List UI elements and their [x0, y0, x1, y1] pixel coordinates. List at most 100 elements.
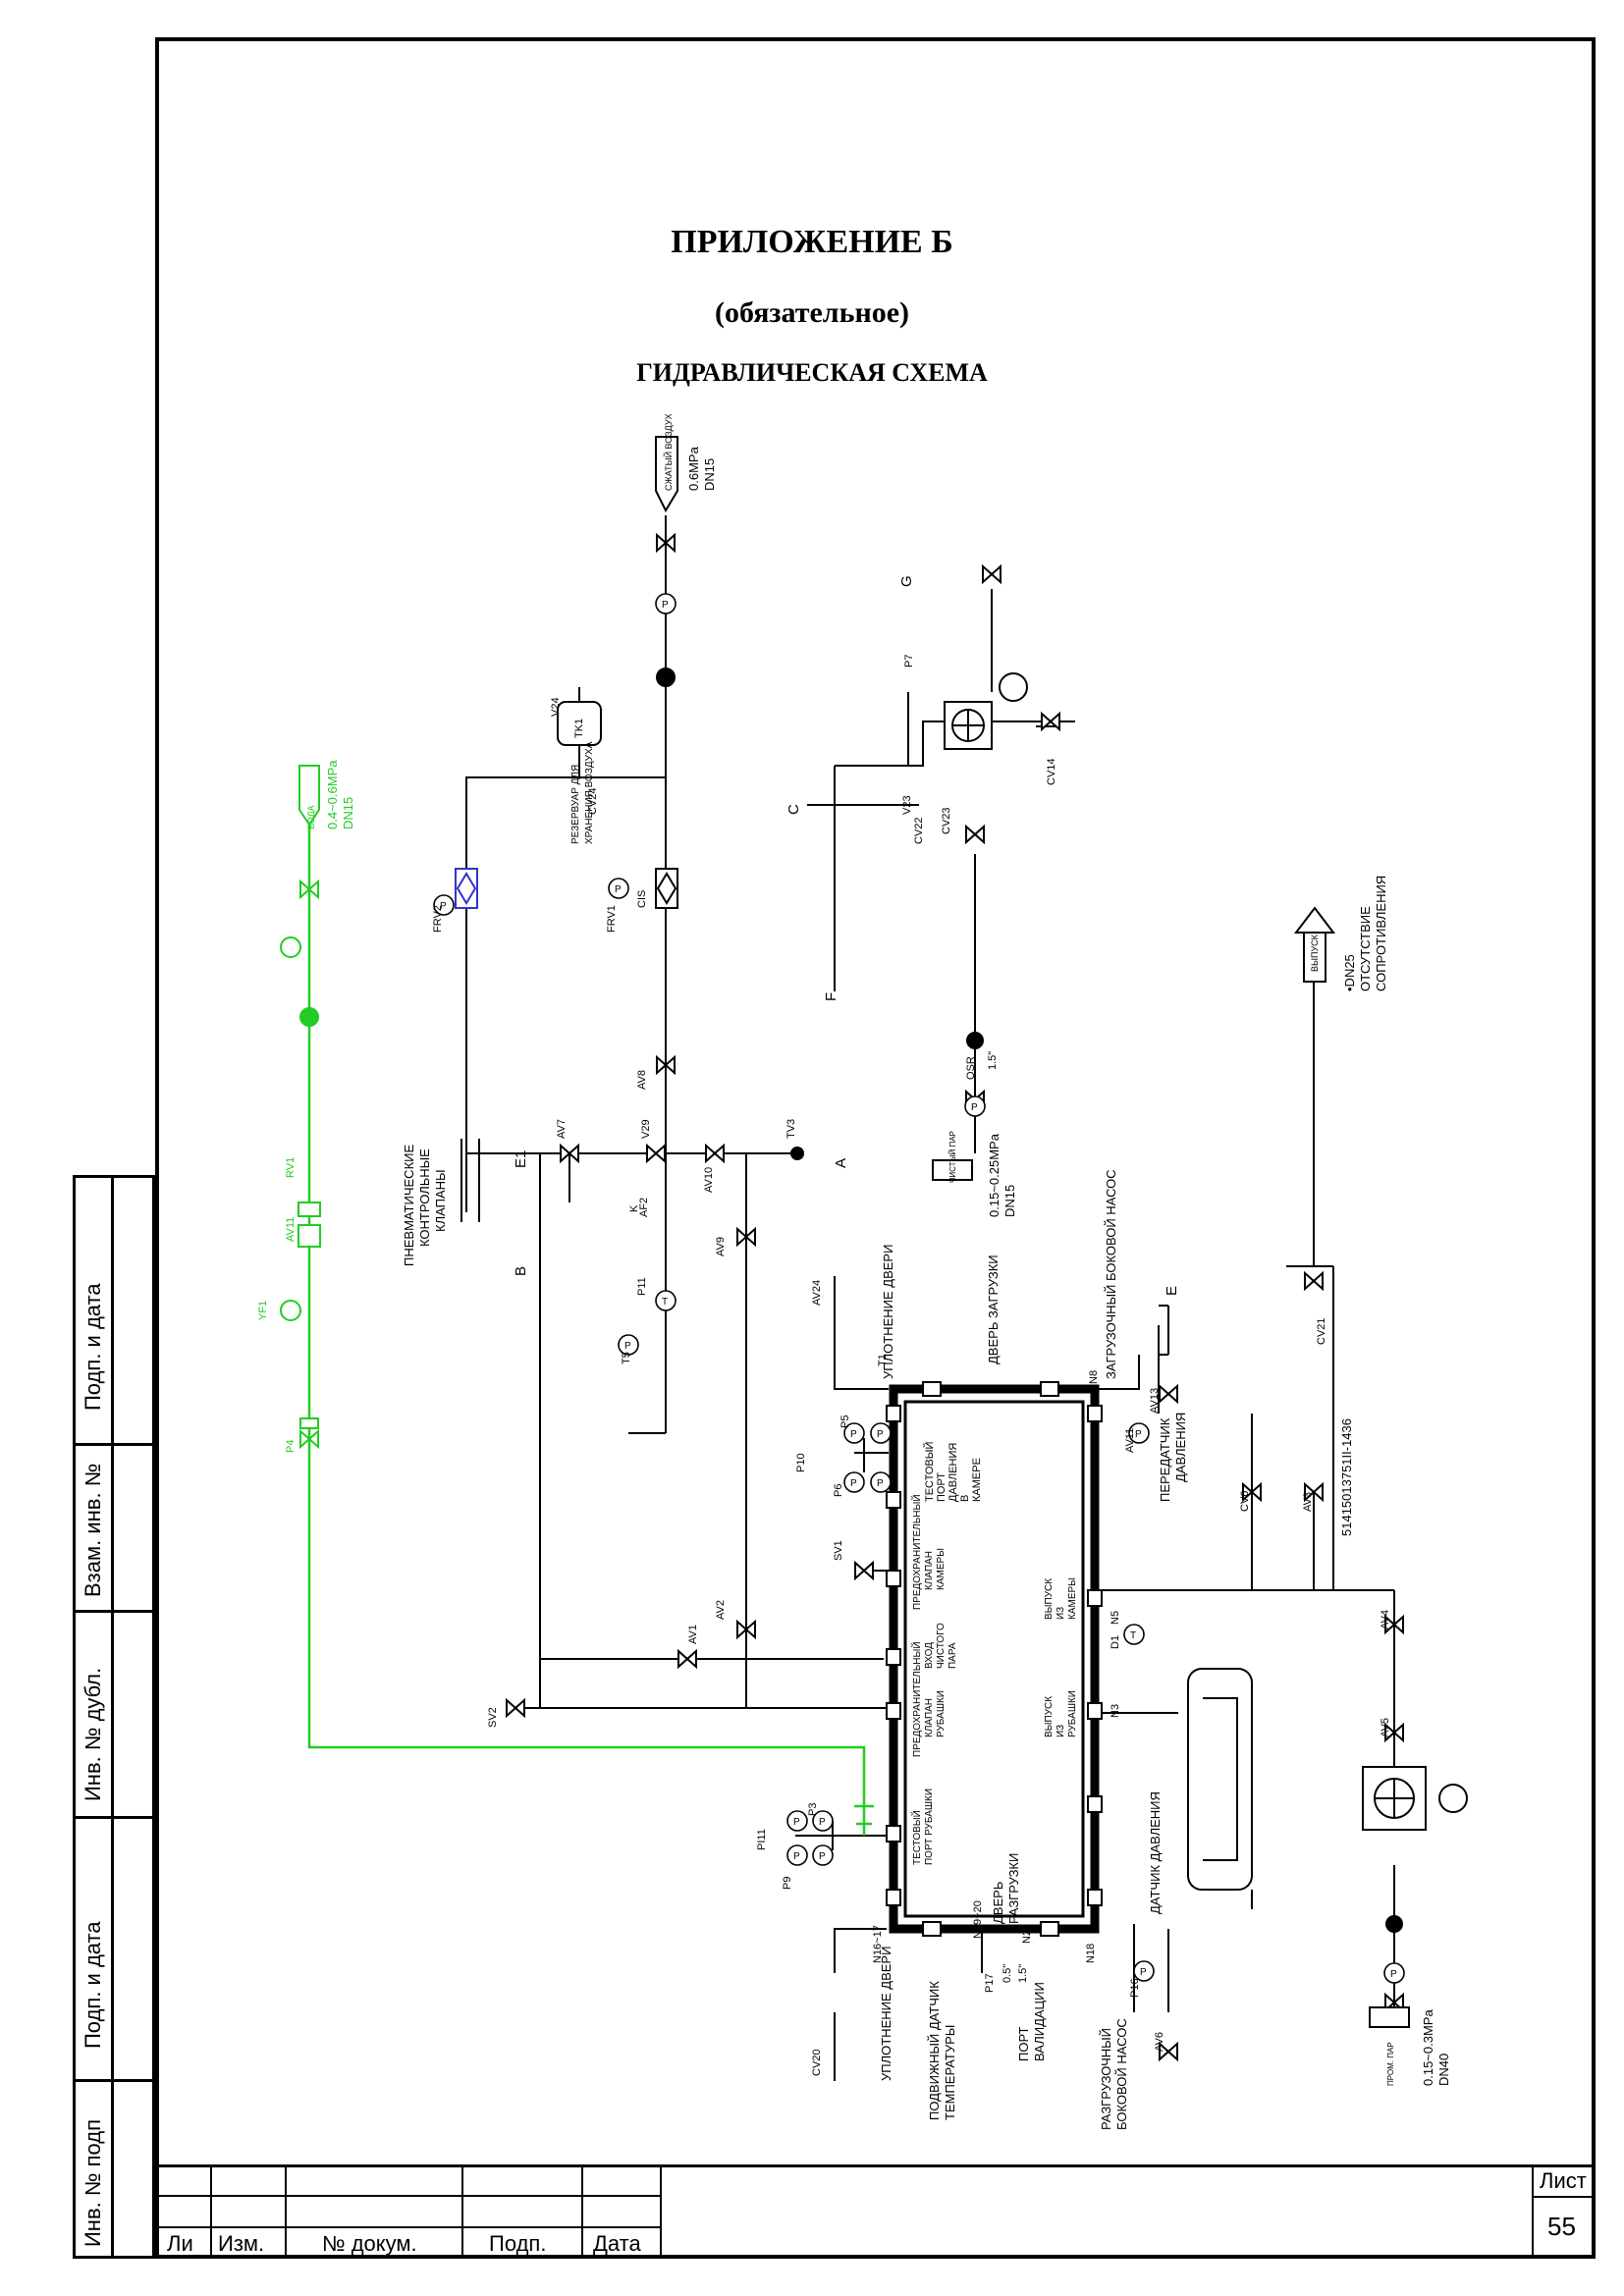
green-water-line [307, 810, 874, 1836]
tag: A [833, 1157, 849, 1168]
tag: 0.5" [1001, 1963, 1013, 1983]
tag: AV5 [1380, 1718, 1391, 1737]
tag: N19~20 [972, 1900, 984, 1939]
tag: P17 [984, 1973, 996, 1993]
tag: K [628, 1204, 640, 1212]
pneumatic-label-1: ПНЕВМАТИЧЕСКИЕ [402, 1144, 416, 1266]
unload-pump-1: РАЗГРУЗОЧНЫЙ [1099, 2027, 1113, 2130]
stamp-col-date: Дата [593, 2231, 641, 2256]
tag: G [898, 575, 915, 587]
tag: CV6 [1239, 1490, 1251, 1512]
utility-spec-1: 0.15~0.3MPa [1421, 2009, 1435, 2086]
test-port-5: КАМЕРЕ [971, 1458, 983, 1502]
jacket-safety-3: РУБАШКИ [936, 1690, 947, 1737]
receiver-label-1: РЕЗЕРВУАР ДЛЯ [570, 764, 581, 844]
tag: P4 [285, 1439, 297, 1453]
tag: T1 [877, 1354, 889, 1366]
air-spec-2: DN15 [702, 457, 717, 491]
tag: YF1 [257, 1300, 269, 1320]
safety-valve-3: КАМЕРЫ [936, 1547, 947, 1590]
jacket-test-2: ПОРТ РУБАШКИ [924, 1788, 935, 1865]
exhaust-note-3: СОПРОТИВЛЕНИЯ [1374, 875, 1388, 991]
tag: V29 [640, 1119, 652, 1139]
tag: P3 [807, 1802, 819, 1816]
tag: PI11 [756, 1829, 768, 1850]
pneumatic-label-3: КЛАПАНЫ [433, 1169, 448, 1232]
tag: P7 [903, 654, 915, 667]
tag: AV10 [703, 1166, 715, 1193]
tag: AV2 [715, 1600, 727, 1620]
tag: P11 [636, 1277, 648, 1296]
tag: C [785, 804, 802, 815]
tag: FRV1 [606, 905, 618, 933]
clean-steam-label: ЧИСТЫЙ ПАР [948, 1131, 957, 1183]
tag: AV1 [687, 1625, 699, 1644]
appendix-title: ПРИЛОЖЕНИЕ Б [671, 224, 953, 260]
appendix-subtitle: (обязательное) [714, 296, 910, 329]
pressure-sensor-1: ПЕРЕДАТЧИК [1158, 1417, 1172, 1502]
utility-steam-label: ПРОМ. ПАР [1386, 2042, 1395, 2086]
temp-probe-1: ПОДВИЖНЫЙ ДАТЧИК [927, 1981, 942, 2120]
pump-bottom [1362, 1766, 1468, 1831]
tag: E1 [513, 1149, 529, 1168]
pneumatic-label-2: КОНТРОЛЬНЫЕ [417, 1148, 432, 1247]
tag: B [513, 1265, 529, 1276]
filter-frv2 [455, 868, 478, 909]
tag: CV20 [811, 2049, 823, 2076]
tag: V23 [901, 795, 913, 815]
pneumatic-valve-bank [460, 1139, 480, 1222]
exhaust-note-2: ОТСУТСТВИЕ [1358, 906, 1373, 991]
tag: CIS [636, 889, 648, 908]
door-seal-bottom: УПЛОТНЕНИЕ ДВЕРИ [879, 1946, 893, 2081]
tag: P16 [1129, 1978, 1141, 1998]
exhaust-note-1: •DN25 [1342, 954, 1357, 991]
tag: N5 [1110, 1610, 1121, 1625]
utility-spec-2: DN40 [1436, 2053, 1451, 2086]
stamp-col-change: Изм. [218, 2231, 265, 2256]
tag: P9 [782, 1876, 793, 1890]
compressed-air-inlet [655, 436, 678, 513]
tag: AV8 [636, 1070, 648, 1090]
tag: N3 [1110, 1703, 1121, 1718]
tag: N8 [1088, 1369, 1100, 1384]
stamp-col-sign: Подп. [489, 2231, 547, 2256]
tag: E [1164, 1285, 1180, 1296]
pressure-sensor-3: ДАТЧИК ДАВЛЕНИЯ [1148, 1791, 1163, 1914]
tag: AV4 [1380, 1610, 1391, 1629]
tag: AV6 [1154, 2032, 1165, 2052]
unload-door-1: ДВЕРЬ [991, 1881, 1005, 1924]
tag: 1.5" [1017, 1963, 1029, 1983]
green-water-inlet [298, 765, 320, 827]
stamp-col-li: Ли [167, 2231, 193, 2256]
air-receiver-tank [557, 701, 602, 746]
tag: P5 [839, 1415, 851, 1428]
load-door: ДВЕРЬ ЗАГРУЗКИ [986, 1255, 1001, 1364]
load-side-pump: ЗАГРУЗОЧНЫЙ БОКОВОЙ НАСОС [1104, 1169, 1118, 1379]
tag: D1 [1110, 1634, 1121, 1649]
tag: F [823, 991, 839, 1001]
tag: CV23 [941, 807, 952, 834]
stamp-col-doc: № докум. [322, 2231, 417, 2256]
tag: AV11 [1124, 1427, 1136, 1453]
pressure-sensor-2: ДАВЛЕНИЯ [1173, 1412, 1188, 1482]
water-spec-1: 0.4~0.6MPa [325, 760, 340, 829]
sheet-label: Лист [1540, 2168, 1587, 2193]
water-spec-2: DN15 [341, 796, 355, 829]
exhaust-outlet [1293, 906, 1336, 983]
tag: CV24 [587, 787, 599, 815]
clean-steam-inlet [932, 1159, 973, 1181]
valid-port-1: ПОРТ [1016, 2026, 1031, 2061]
tag: AV3 [1302, 1492, 1314, 1512]
tag: CV14 [1046, 758, 1057, 785]
tag: SV1 [833, 1540, 844, 1561]
side-column: Подп. и дата Взам. инв. № Инв. № дубл. П… [73, 1175, 155, 2259]
part-number: 51415013751II-1436 [1339, 1417, 1354, 1536]
test-port-3: ДАВЛЕНИЯ [947, 1442, 959, 1502]
steam-spec-1: 0.15~0.25MPa [987, 1134, 1001, 1217]
pump-top [944, 672, 1028, 750]
tag: AV9 [715, 1237, 727, 1256]
heat-exchanger [1187, 1668, 1253, 1891]
temp-probe-2: ТЕМПЕРАТУРЫ [943, 2024, 957, 2120]
valid-port-2: ВАЛИДАЦИИ [1032, 1982, 1047, 2061]
